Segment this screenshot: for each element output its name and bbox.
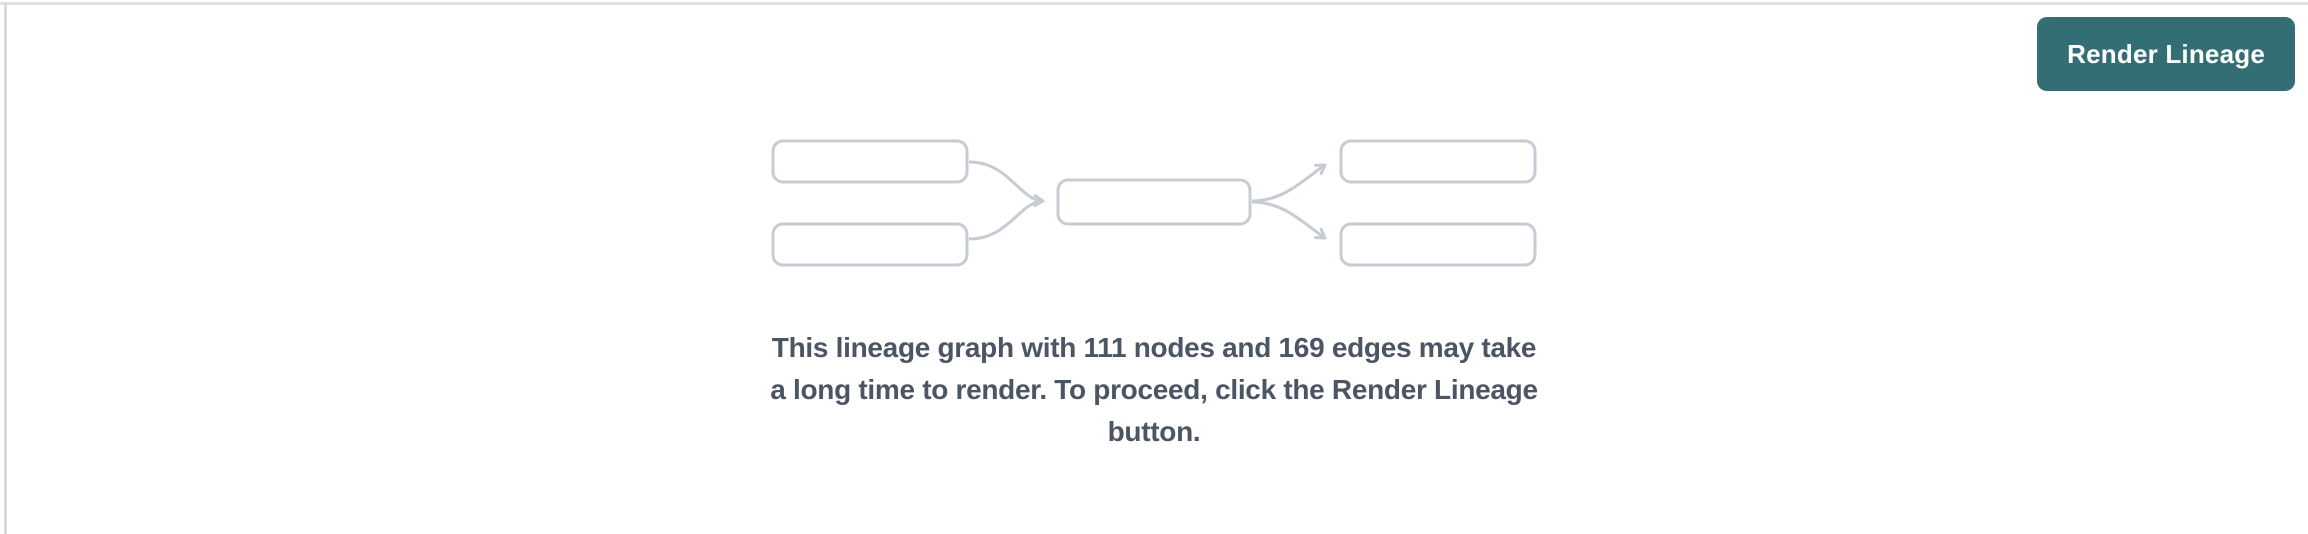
lineage-warning-message: This lineage graph with 111 nodes and 16…: [770, 327, 1538, 453]
message-line-3: button.: [1107, 416, 1201, 447]
placeholder-node: [1339, 222, 1537, 267]
placeholder-node: [1056, 178, 1252, 226]
lineage-graph-placeholder-icon: [771, 139, 1537, 267]
panel-top-border: [0, 2, 2308, 5]
message-line-2: a long time to render. To proceed, click…: [770, 374, 1538, 405]
message-line-1: This lineage graph with 111 nodes and 16…: [771, 332, 1537, 363]
lineage-empty-state: This lineage graph with 111 nodes and 16…: [769, 138, 1539, 453]
panel-left-border: [4, 3, 7, 534]
placeholder-node: [1339, 139, 1537, 184]
render-lineage-button[interactable]: Render Lineage: [2037, 17, 2295, 91]
placeholder-node: [771, 222, 969, 267]
placeholder-node: [771, 139, 969, 184]
